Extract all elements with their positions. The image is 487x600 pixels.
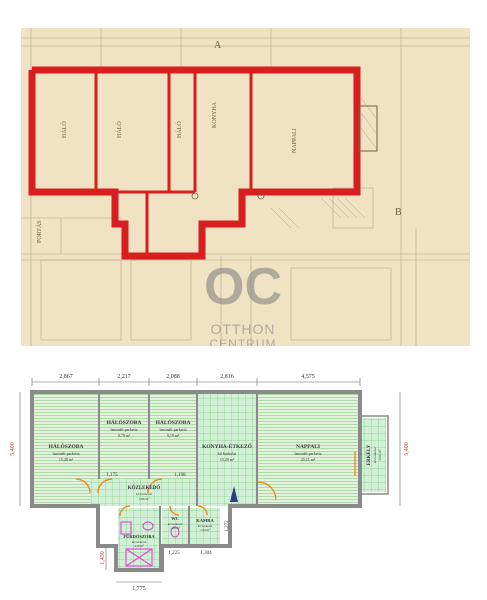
room-floor: kő burkolat <box>136 492 152 496</box>
room-label: KONYHA-ÉTKEZŐ kő burkolat 15,20 m² <box>202 442 253 463</box>
room-labels: HÁLÓSZOBA laminált parketta 15,48 m² HÁL… <box>49 418 383 549</box>
room-name: NAPPALI <box>296 444 320 450</box>
dimension-label: 1,225 <box>168 551 180 556</box>
room-floor: kő burkolat <box>218 451 237 456</box>
axis-marker: A <box>214 40 222 51</box>
room-area: 9,19 m² <box>167 433 180 439</box>
room-floor: laminált parketta <box>53 451 80 456</box>
door-swing-icon <box>257 192 265 200</box>
room-area: 5,00 m² <box>378 450 383 461</box>
room-name: KÖZLEKEDŐ <box>128 485 161 491</box>
dimension-label: 4,575 <box>301 374 315 380</box>
scanned-floor-plan: HÁLÓ HÁLÓ HÁLÓ KONYHA NAPPALI PORTÁS A B… <box>21 28 470 346</box>
dimension-label: 2,217 <box>117 374 131 380</box>
room-floor: laminált parketta <box>295 451 322 456</box>
room-area: 15,48 m² <box>59 457 74 463</box>
room-label: HÁLÓSZOBA laminált parketta 9,70 m² <box>107 418 142 439</box>
room-area: 9,70 m² <box>118 433 131 439</box>
watermark-logo: OC <box>204 258 282 316</box>
room-floor: kő burkolat <box>132 540 147 544</box>
room-label: NAPPALI laminált parketta 25,11 m² <box>295 444 322 463</box>
room-area: 1,29 m² <box>170 526 180 531</box>
room-label: HÁLÓSZOBA laminált parketta 15,48 m² <box>49 442 84 463</box>
dimension-label: 1,272 <box>225 520 230 532</box>
room-floor: kő burkolat <box>373 447 377 463</box>
scan-room-label: PORTÁS <box>35 220 43 243</box>
room-floor: laminált parketta <box>160 427 187 432</box>
watermark-line2: CENTRUM <box>210 337 277 346</box>
dimensions: 2,867 2,217 2,088 2,816 4,575 5,400 5,40… <box>10 374 410 592</box>
room-name: KONYHA-ÉTKEZŐ <box>202 442 253 450</box>
scan-room-label: HÁLÓ <box>60 121 68 138</box>
room-area: 25,11 m² <box>301 457 316 463</box>
dimension-lines <box>19 378 401 583</box>
dimension-label: 2,816 <box>220 374 234 380</box>
scan-background-lines <box>21 28 470 346</box>
room-floor: kő burkolat <box>198 524 213 528</box>
scan-balcony <box>358 105 378 152</box>
room-name: HÁLÓSZOBA <box>107 418 142 426</box>
dimension-label: 2,088 <box>166 374 180 380</box>
dimension-label: 1,430 <box>100 551 106 565</box>
room-name: FÜRDŐSZOBA <box>123 534 155 539</box>
watermark-line1: OTTHON <box>210 321 275 337</box>
digital-floor-plan: 2,867 2,217 2,088 2,816 4,575 5,400 5,40… <box>10 374 410 592</box>
room-name: WC <box>171 516 179 521</box>
dimension-label: 1,108 <box>174 473 186 478</box>
dimension-label: 2,867 <box>59 374 73 380</box>
room-label: KAMRA kő burkolat 1,84 m² <box>196 518 214 533</box>
room-fill <box>90 479 198 506</box>
room-name: ERKÉLY <box>366 444 372 465</box>
room-floor: kő burkolat <box>168 522 183 526</box>
room-label: WC kő burkolat 1,29 m² <box>168 516 183 531</box>
room-area: 15,20 m² <box>220 457 235 463</box>
room-floor: laminált parketta <box>111 427 138 432</box>
walls <box>30 390 389 572</box>
scan-room-label: HÁLÓ <box>175 121 183 138</box>
room-fill <box>360 418 386 492</box>
room-name: HÁLÓSZOBA <box>156 418 191 426</box>
door-swing-icon <box>191 192 199 200</box>
room-fill <box>34 394 98 506</box>
dimension-label: 1,175 <box>106 473 118 478</box>
room-label: ERKÉLY kő burkolat 5,00 m² <box>366 444 383 465</box>
room-label: FÜRDŐSZOBA kő burkolat 4,70 m² <box>123 534 155 549</box>
scan-hatching <box>270 97 377 229</box>
apartment-outline <box>28 66 361 260</box>
room-area: 4,70 m² <box>134 544 144 549</box>
watermark: OC OTTHON CENTRUM <box>204 258 282 346</box>
room-label: KÖZLEKEDŐ kő burkolat 7,86 m² <box>128 485 161 502</box>
dimension-label: 5,400 <box>10 442 16 456</box>
bathroom-fixtures <box>120 521 180 567</box>
dimension-label: 1,775 <box>132 586 146 592</box>
room-name: KAMRA <box>196 518 214 523</box>
room-fill <box>258 394 358 506</box>
dimension-label: 1,304 <box>200 551 212 556</box>
room-area: 7,86 m² <box>139 497 150 502</box>
doors <box>75 451 356 517</box>
scan-room-label: NAPPALI <box>292 128 298 153</box>
room-fill <box>190 508 220 544</box>
room-label: HÁLÓSZOBA laminált parketta 9,19 m² <box>156 418 191 439</box>
room-name: HÁLÓSZOBA <box>49 442 84 450</box>
scan-room-label: HÁLÓ <box>115 121 123 138</box>
axis-marker: B <box>395 207 402 218</box>
scan-room-label: KONYHA <box>212 101 218 128</box>
room-fill <box>198 394 256 506</box>
dimension-label: 5,400 <box>404 442 410 456</box>
entrance-arrow-icon <box>230 486 238 502</box>
room-area: 1,84 m² <box>200 528 210 533</box>
